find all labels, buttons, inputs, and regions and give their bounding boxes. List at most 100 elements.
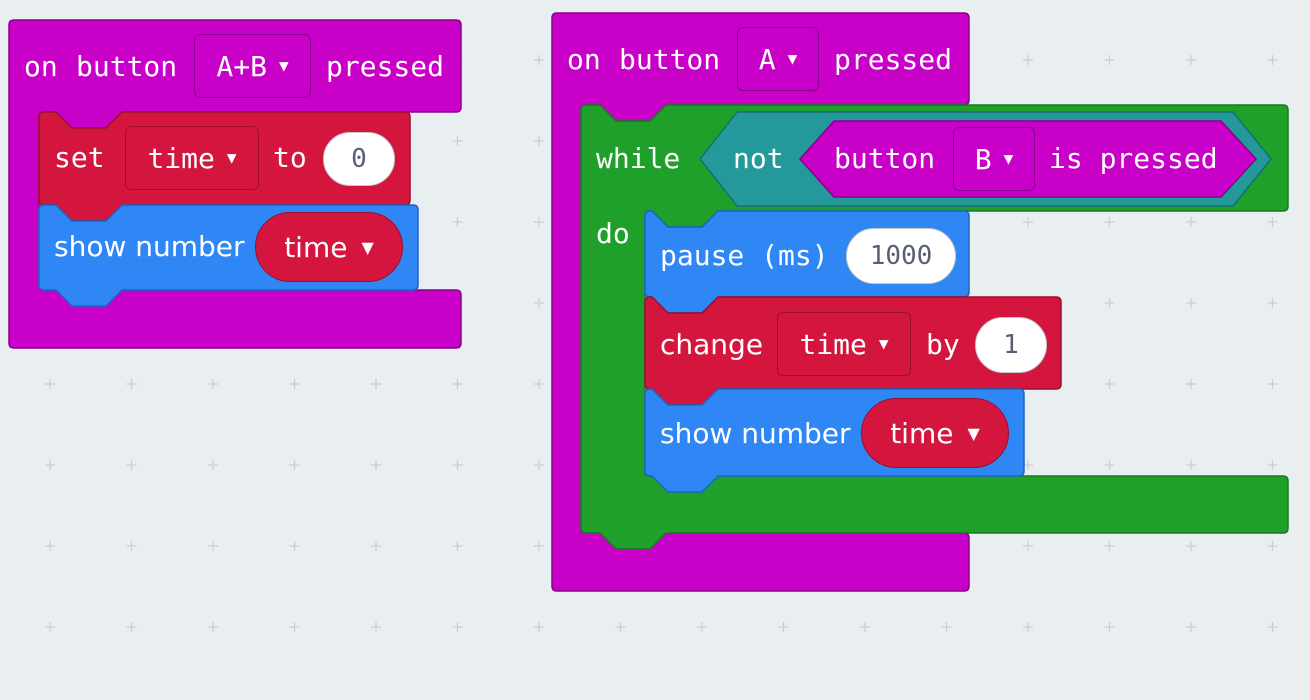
grid-plus-icon <box>941 622 952 632</box>
grid-plus-icon <box>860 622 870 632</box>
grid-plus-icon <box>1023 541 1033 551</box>
grid-plus-icon <box>45 541 55 551</box>
grid-plus-icon <box>289 622 300 632</box>
caret-down-icon: ▼ <box>278 56 289 75</box>
grid-plus-icon <box>452 460 463 470</box>
a-show-variable-reporter[interactable]: time ▼ <box>861 398 1009 468</box>
grid-plus-icon <box>1267 541 1278 551</box>
grid-plus-icon <box>534 298 544 308</box>
grid-plus-icon <box>45 379 55 389</box>
change-variable-dropdown-value: time <box>799 327 867 361</box>
grid-plus-icon <box>452 379 463 389</box>
grid-plus-icon <box>1267 379 1278 389</box>
set-label: set <box>54 141 105 174</box>
grid-plus-icon <box>1104 379 1115 389</box>
button-a-dropdown-value: A <box>758 42 776 76</box>
grid-plus-icon <box>45 622 55 632</box>
grid-plus-icon <box>126 622 137 632</box>
button-b-dropdown[interactable]: B ▼ <box>953 127 1035 191</box>
grid-plus-icon <box>1267 55 1278 65</box>
grid-plus-icon <box>1186 541 1196 551</box>
ab-pressed-label: pressed <box>326 50 445 83</box>
set-variable-dropdown-value: time <box>147 141 215 175</box>
grid-plus-icon <box>452 217 463 227</box>
ab-show-variable-reporter[interactable]: time ▼ <box>255 212 403 282</box>
grid-plus-icon <box>289 541 300 551</box>
grid-plus-icon <box>289 460 300 470</box>
grid-plus-icon <box>208 622 218 632</box>
a-show-number-label: show number <box>660 417 851 450</box>
grid-plus-icon <box>1186 298 1196 308</box>
a-on-label: on <box>567 43 601 76</box>
grid-plus-icon <box>534 460 544 470</box>
grid-plus-icon <box>534 136 544 146</box>
grid-plus-icon <box>1023 622 1033 632</box>
grid-plus-icon <box>452 622 463 632</box>
change-by-label: by <box>926 328 960 361</box>
caret-down-icon: ▼ <box>361 237 374 257</box>
caret-down-icon: ▼ <box>878 334 889 353</box>
grid-plus-icon <box>1186 460 1196 470</box>
change-value-input[interactable]: 1 <box>975 317 1047 373</box>
grid-plus-icon <box>452 136 463 146</box>
grid-plus-icon <box>1104 55 1115 65</box>
grid-plus-icon <box>534 55 544 65</box>
grid-plus-icon <box>126 460 137 470</box>
grid-plus-icon <box>1104 217 1115 227</box>
not-label: not <box>733 142 784 175</box>
a-pressed-label: pressed <box>834 43 953 76</box>
caret-down-icon: ▼ <box>787 49 798 68</box>
grid-plus-icon <box>208 460 218 470</box>
grid-plus-icon <box>208 541 218 551</box>
button-b-dropdown-value: B <box>974 142 992 176</box>
grid-plus-icon <box>1104 460 1115 470</box>
grid-plus-icon <box>1104 541 1115 551</box>
pause-label: pause (ms) <box>660 239 829 272</box>
ab-on-label: on <box>24 50 58 83</box>
grid-plus-icon <box>208 379 218 389</box>
grid-plus-icon <box>371 460 381 470</box>
pause-value-input[interactable]: 1000 <box>846 228 956 284</box>
caret-down-icon: ▼ <box>967 423 980 443</box>
grid-plus-icon <box>1104 622 1115 632</box>
set-variable-dropdown[interactable]: time ▼ <box>125 126 259 190</box>
a-button-label: button <box>619 43 721 76</box>
grid-plus-icon <box>371 541 381 551</box>
a-show-variable-value: time <box>890 416 954 450</box>
grid-plus-icon <box>778 622 789 632</box>
grid-plus-icon <box>534 217 544 227</box>
grid-plus-icon <box>615 622 626 632</box>
caret-down-icon: ▼ <box>226 148 237 167</box>
button-ab-dropdown[interactable]: A+B ▼ <box>194 34 311 98</box>
grid-plus-icon <box>126 379 137 389</box>
grid-plus-icon <box>371 379 381 389</box>
set-to-label: to <box>273 141 307 174</box>
grid-plus-icon <box>1023 217 1033 227</box>
do-label: do <box>596 217 630 250</box>
button-ab-dropdown-value: A+B <box>216 49 267 83</box>
set-value-input[interactable]: 0 <box>323 132 395 186</box>
grid-plus-icon <box>126 541 137 551</box>
grid-plus-icon <box>371 622 381 632</box>
ab-button-label: button <box>76 50 178 83</box>
is-pressed-label: is pressed <box>1049 142 1218 175</box>
cond-button-label: button <box>834 142 936 175</box>
grid-plus-icon <box>534 541 544 551</box>
grid-plus-icon <box>1186 217 1196 227</box>
grid-plus-icon <box>45 460 55 470</box>
change-variable-dropdown[interactable]: time ▼ <box>777 312 911 376</box>
grid-plus-icon <box>1186 379 1196 389</box>
grid-plus-icon <box>1267 217 1278 227</box>
grid-plus-icon <box>534 379 544 389</box>
grid-plus-icon <box>697 622 707 632</box>
button-a-dropdown[interactable]: A ▼ <box>737 27 819 91</box>
grid-plus-icon <box>1267 298 1278 308</box>
grid-plus-icon <box>1186 55 1196 65</box>
grid-plus-icon <box>1267 622 1278 632</box>
grid-plus-icon <box>289 379 300 389</box>
ab-show-variable-value: time <box>284 230 348 264</box>
grid-plus-icon <box>452 541 463 551</box>
grid-plus-icon <box>1186 622 1196 632</box>
change-label: change <box>660 328 764 361</box>
